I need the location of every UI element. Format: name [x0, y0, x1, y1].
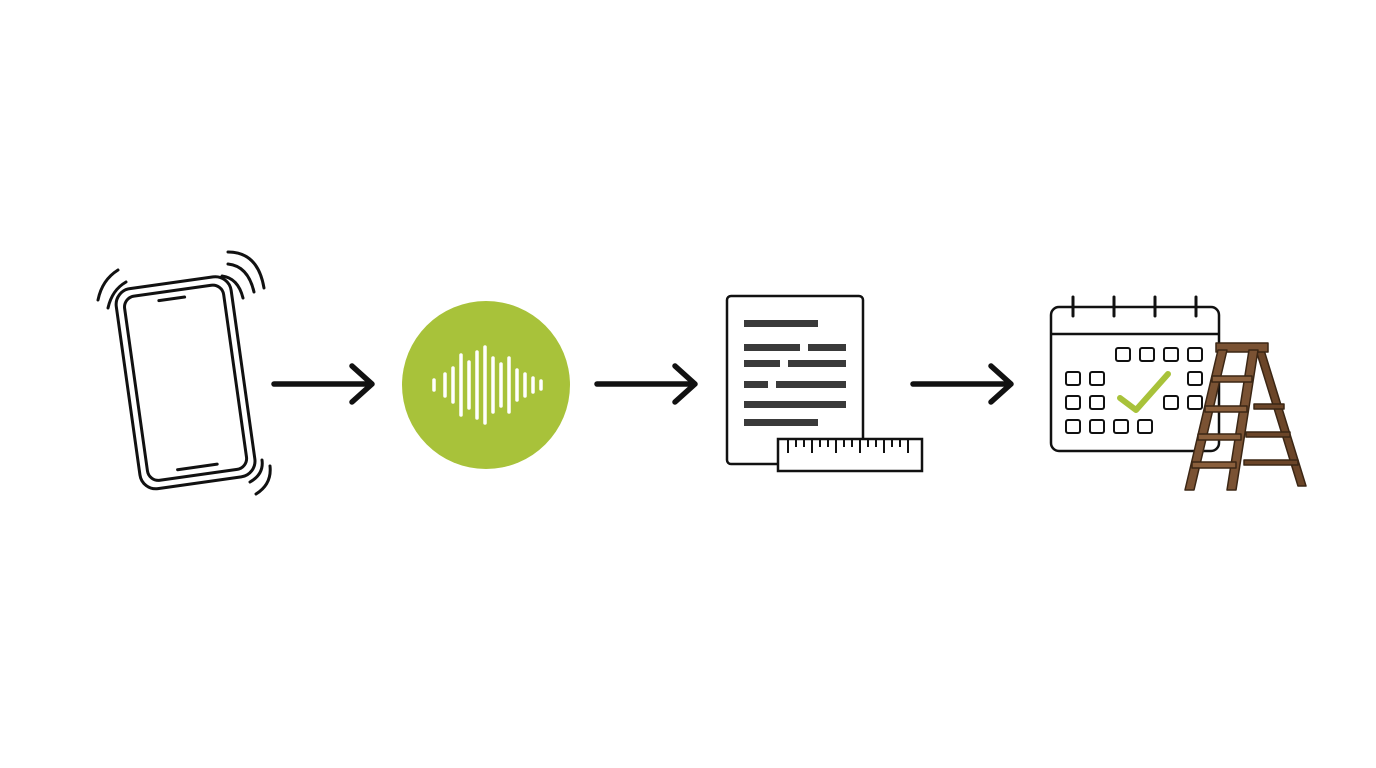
- arrow-right-icon: [910, 363, 1014, 405]
- checkmark-icon: [1117, 371, 1171, 413]
- arrow-right-icon: [594, 363, 698, 405]
- document-with-ruler-icon: [725, 294, 924, 473]
- step-calendar-ladder: [1048, 292, 1310, 496]
- ladder-icon: [1184, 342, 1307, 491]
- step-sound-wave: [401, 300, 571, 470]
- step-document-ruler: [724, 293, 928, 475]
- calendar-with-ladder-icon: [1049, 295, 1307, 491]
- arrow-connector-1: [270, 360, 380, 408]
- calendar-icon: [1049, 295, 1221, 453]
- arrow-connector-2: [593, 360, 703, 408]
- arrow-right-icon: [271, 363, 375, 405]
- ringing-phone-icon: [96, 250, 272, 496]
- step-phone: [88, 238, 288, 503]
- sound-wave-icon: [402, 301, 570, 469]
- arrow-connector-3: [909, 360, 1019, 408]
